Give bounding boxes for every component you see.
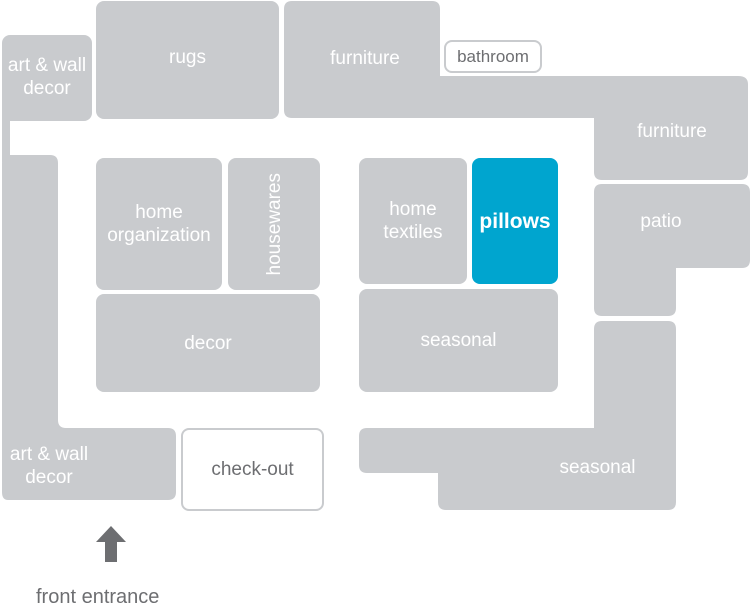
furniture-top-shape — [284, 1, 748, 180]
front-entrance-label: front entrance — [36, 586, 160, 608]
art-wall-decor-top-label: art & wall decor — [7, 55, 87, 99]
housewares-department[interactable]: housewares — [228, 158, 320, 290]
home-organization-department[interactable]: home organization — [96, 158, 222, 290]
home-organization-label: home organization — [107, 202, 211, 246]
pillows-department[interactable]: pillows — [472, 158, 558, 284]
art-wall-decor-bottom-label: art & wall decor — [9, 444, 89, 488]
seasonal-center-label: seasonal — [420, 330, 497, 351]
home-textiles-label: home textiles — [383, 199, 443, 243]
up-arrow-icon — [96, 526, 126, 562]
rugs-department[interactable]: rugs — [96, 1, 279, 119]
furniture-top-label: furniture — [330, 48, 400, 69]
patio-label: patio — [640, 211, 682, 232]
decor-department[interactable]: decor — [96, 294, 320, 392]
check-out-department[interactable]: check-out — [181, 428, 324, 511]
home-textiles-department[interactable]: home textiles — [359, 158, 467, 284]
housewares-label: housewares — [263, 172, 285, 276]
decor-label: decor — [184, 332, 232, 354]
furniture-right-label: furniture — [637, 121, 707, 142]
bathroom-department[interactable]: bathroom — [444, 40, 542, 73]
check-out-label: check-out — [211, 458, 294, 480]
seasonal-right-shape — [359, 321, 676, 510]
seasonal-center-department[interactable]: seasonal — [359, 289, 558, 392]
left-wall-shape — [2, 155, 176, 500]
art-wall-decor-top-shape — [2, 35, 92, 121]
pillows-label: pillows — [479, 209, 551, 233]
bathroom-label: bathroom — [457, 46, 529, 66]
patio-shape — [594, 184, 750, 316]
rugs-label: rugs — [169, 46, 206, 68]
seasonal-right-label: seasonal — [559, 457, 636, 478]
